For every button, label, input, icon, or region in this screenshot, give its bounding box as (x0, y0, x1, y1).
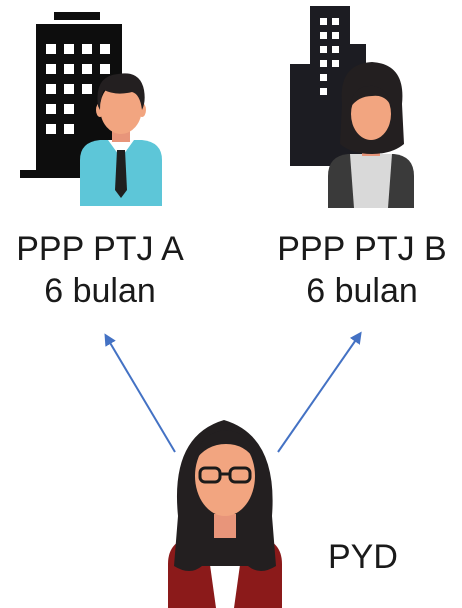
pyd-label: PYD (328, 538, 398, 576)
ptj-b-name: PPP PTJ B (277, 230, 447, 268)
arrow-to-ptj-b (277, 331, 362, 453)
glasses-icon (198, 466, 252, 484)
ptj-a-label: PPP PTJ A 6 bulan (0, 228, 200, 312)
ptj-b-illustration (290, 6, 414, 208)
ptj-a-name: PPP PTJ A (16, 230, 184, 268)
woman-icon (328, 62, 414, 208)
pyd-illustration (168, 420, 282, 608)
woman-with-glasses-icon (168, 420, 282, 608)
arrow-to-ptj-a (104, 333, 176, 453)
man-icon (80, 73, 162, 206)
ptj-a-duration: 6 bulan (44, 272, 156, 310)
ptj-b-label: PPP PTJ B 6 bulan (262, 228, 462, 312)
ptj-b-figure (282, 4, 432, 214)
pyd-figure (160, 396, 290, 608)
ptj-b-duration: 6 bulan (306, 272, 418, 310)
ptj-a-illustration (20, 12, 162, 206)
ptj-a-figure (20, 10, 180, 210)
